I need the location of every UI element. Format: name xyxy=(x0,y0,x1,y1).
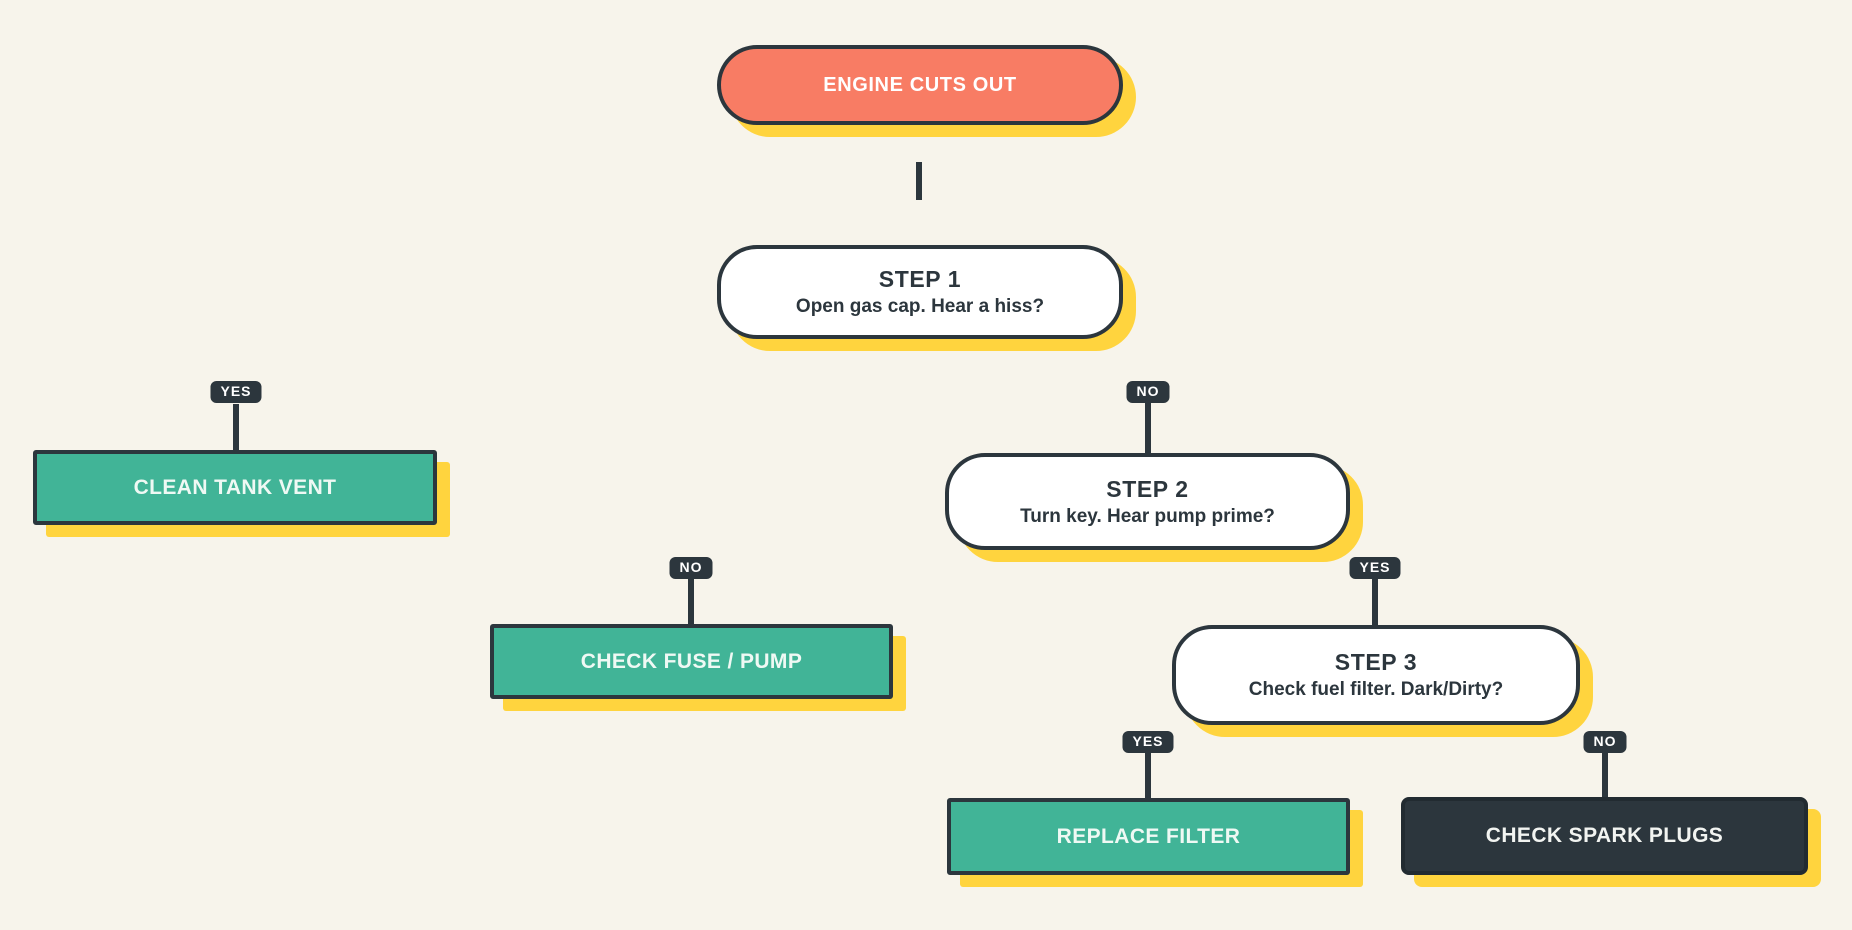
outcome-node-check-fuse-pump: CHECK FUSE / PUMP xyxy=(490,624,893,699)
branch-badge-yes-replace-filter: YES xyxy=(1122,731,1174,754)
step3-node: STEP 3 Check fuel filter. Dark/Dirty? xyxy=(1172,625,1580,725)
outcome-label-check-spark-plugs: CHECK SPARK PLUGS xyxy=(1485,824,1724,847)
step1-question: Open gas cap. Hear a hiss? xyxy=(795,296,1045,317)
step1-title: STEP 1 xyxy=(878,266,962,292)
connector-yes-replace-filter xyxy=(1145,753,1151,798)
outcome-label-check-fuse-pump: CHECK FUSE / PUMP xyxy=(580,649,803,673)
branch-badge-no-check-fuse-pump: NO xyxy=(669,557,713,580)
connector-no-check-spark-plugs xyxy=(1602,753,1608,797)
branch-badge-yes-step3: YES xyxy=(1349,557,1401,580)
step2-question: Turn key. Hear pump prime? xyxy=(1020,505,1275,527)
step2-node: STEP 2 Turn key. Hear pump prime? xyxy=(945,453,1350,550)
step2-title: STEP 2 xyxy=(1106,475,1189,502)
step3-question: Check fuel filter. Dark/Dirty? xyxy=(1248,679,1504,700)
connector-no-check-fuse-pump xyxy=(688,579,694,624)
start-node-label: ENGINE CUTS OUT xyxy=(823,73,1017,96)
outcome-node-replace-filter: REPLACE FILTER xyxy=(947,798,1350,875)
outcome-node-clean-tank-vent: CLEAN TANK VENT xyxy=(33,450,437,525)
outcome-label-clean-tank-vent: CLEAN TANK VENT xyxy=(133,475,337,499)
branch-badge-no-step2: NO xyxy=(1126,381,1170,404)
start-node: ENGINE CUTS OUT xyxy=(717,45,1123,125)
branch-badge-yes-clean-tank-vent: YES xyxy=(210,381,262,404)
branch-badge-no-check-spark-plugs: NO xyxy=(1583,731,1627,754)
outcome-node-check-spark-plugs: CHECK SPARK PLUGS xyxy=(1401,797,1808,875)
step1-node: STEP 1 Open gas cap. Hear a hiss? xyxy=(717,245,1123,339)
connector-yes-clean-tank-vent xyxy=(233,404,239,450)
outcome-label-replace-filter: REPLACE FILTER xyxy=(1056,824,1241,848)
connector-yes-step3 xyxy=(1372,579,1378,625)
connector-no-step2 xyxy=(1145,403,1151,453)
connector-start-step1 xyxy=(916,162,922,200)
step3-title: STEP 3 xyxy=(1334,649,1418,675)
